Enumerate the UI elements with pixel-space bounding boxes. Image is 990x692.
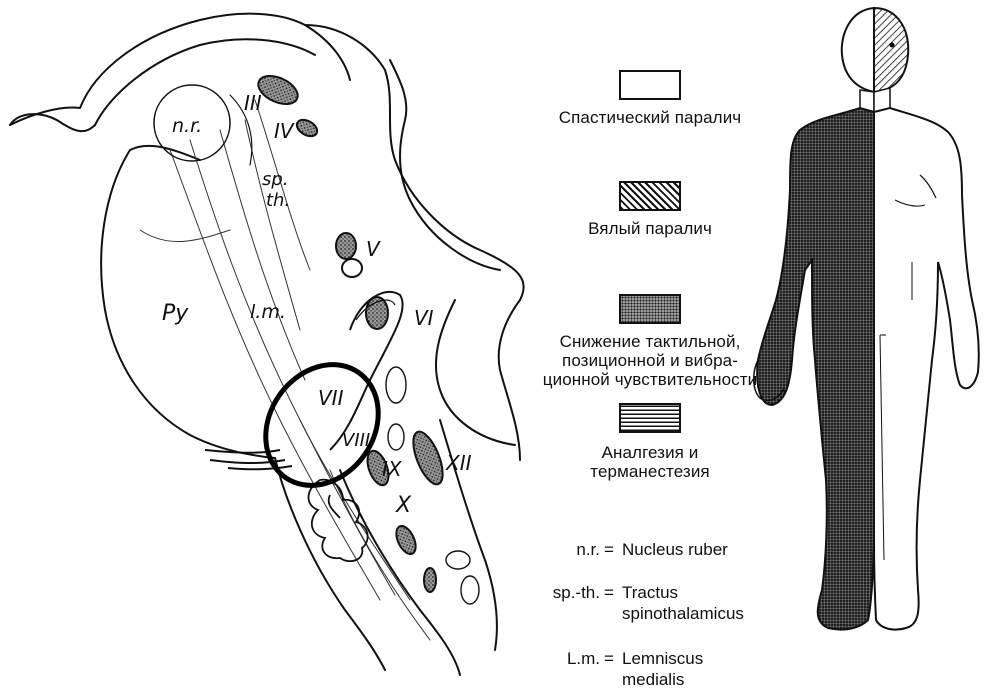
label-spinothalamic-2: th. [266, 190, 290, 211]
nucleus-v-upper [336, 233, 356, 259]
label-nerve-x: X [395, 493, 412, 518]
nucleus-olive [386, 367, 406, 403]
eye-dot [890, 43, 895, 48]
nucleus-v-lower [342, 259, 362, 277]
nucleus-iv [294, 116, 320, 139]
brainstem-right-contour [305, 25, 524, 300]
label-nerve-iii: III [244, 91, 262, 115]
abbr-value: Lemniscus medialis [622, 648, 703, 690]
nucleus-small [388, 424, 404, 450]
label-nerve-xii: XII [445, 451, 472, 475]
pons-upper-edge [130, 146, 200, 160]
label-nerve-viii: VIII [342, 430, 370, 451]
abbr-row-spinothalamic: sp.-th. = Tractus spinothalamicus [500, 582, 760, 626]
abbr-row-lemniscus: L.m. = Lemniscus medialis [500, 648, 760, 692]
medulla-left-contour [275, 458, 385, 670]
legend-item-sensory: Снижение тактильной, позиционной и вибра… [505, 294, 795, 389]
label-nerve-iv: IV [274, 119, 295, 143]
nucleus-xii [407, 428, 448, 488]
legend-text-sensory: Снижение тактильной, позиционной и вибра… [505, 332, 795, 389]
label-nucleus-ruber: n.r. [172, 115, 202, 137]
brainstem-diagram [10, 14, 524, 675]
cerebral-peduncle-outline [10, 14, 350, 125]
legend-text-spastic: Спастический паралич [505, 108, 795, 127]
body-right-outline [874, 108, 979, 630]
legend-text-flaccid: Вялый паралич [505, 219, 795, 238]
abbr-row-nucleus-ruber: n.r. = Nucleus ruber [500, 539, 760, 563]
abbr-key: sp.-th. [553, 582, 600, 603]
label-nerve-ix: IX [382, 457, 403, 481]
abbr-key: n.r. [576, 539, 600, 560]
abbr-eq: = [604, 539, 614, 560]
head-left-hatched [874, 8, 908, 92]
inferior-olive [308, 480, 367, 562]
legend-item-flaccid: Вялый паралич [505, 181, 795, 238]
label-lemniscus: l.m. [250, 301, 286, 323]
legend-swatch-stippled [619, 294, 681, 324]
abbr-eq: = [604, 648, 614, 669]
abbr-value: Tractus spinothalamicus [622, 582, 744, 624]
legend-text-analgesia: Аналгезия и терманестезия [505, 443, 795, 481]
head-right-half [842, 8, 874, 92]
legend-item-analgesia: Аналгезия и терманестезия [505, 403, 795, 481]
label-pyramid: Py [162, 301, 189, 326]
legend-swatch-lined [619, 403, 681, 433]
legend-swatch-hatched [619, 181, 681, 211]
peduncle-curl [10, 114, 95, 131]
cerebellar-peduncle [436, 300, 515, 445]
legend-item-spastic: Спастический паралич [505, 70, 795, 127]
label-nerve-vii: VII [318, 386, 344, 410]
cranial-nerve-nuclei [254, 70, 479, 604]
legend-swatch-blank [619, 70, 681, 100]
nucleus-x [392, 523, 419, 557]
abbr-key: L.m. [567, 648, 600, 669]
label-nerve-vi: VI [414, 306, 434, 330]
label-nerve-v: V [366, 237, 381, 261]
fourth-ventricle-edge [390, 60, 500, 270]
facial-nerve-roots [205, 450, 292, 469]
label-spinothalamic-1: sp. [262, 169, 289, 190]
abbr-value: Nucleus ruber [622, 539, 728, 560]
abbr-eq: = [604, 582, 614, 603]
